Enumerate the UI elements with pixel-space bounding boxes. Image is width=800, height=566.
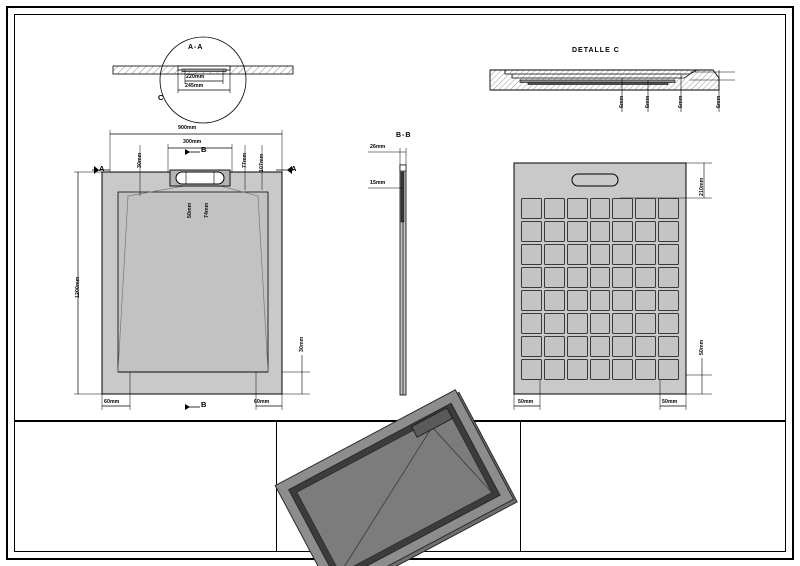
pad-cell bbox=[566, 221, 588, 242]
dim-bb-26: 26mm bbox=[370, 144, 386, 150]
pad-cell bbox=[635, 290, 657, 311]
pad-cell bbox=[521, 290, 542, 311]
pad-cell bbox=[658, 221, 679, 242]
pad-cell bbox=[589, 336, 611, 357]
pad-cell bbox=[612, 198, 634, 219]
pad-cell bbox=[635, 313, 657, 334]
pad-cell bbox=[589, 359, 611, 380]
section-aa-title: A-A bbox=[188, 44, 204, 51]
pad-cell bbox=[658, 336, 679, 357]
pad-cell bbox=[566, 244, 588, 265]
pad-cell bbox=[521, 313, 542, 334]
pad-cell bbox=[612, 336, 634, 357]
pad-cell bbox=[635, 359, 657, 380]
pad-cell bbox=[658, 359, 679, 380]
pad-cell bbox=[543, 267, 565, 288]
pad-cell bbox=[543, 359, 565, 380]
pad-cell bbox=[635, 221, 657, 242]
pad-cell bbox=[521, 359, 542, 380]
pad-cell bbox=[612, 244, 634, 265]
dim-aa-245: 245mm bbox=[185, 83, 204, 89]
dim-underside-bottom-right: 50mm bbox=[662, 399, 678, 405]
pad-cell bbox=[566, 336, 588, 357]
title-block-cell-divider-2 bbox=[520, 422, 521, 552]
pad-cell bbox=[612, 313, 634, 334]
pad-cell bbox=[521, 336, 542, 357]
pad-cell bbox=[635, 267, 657, 288]
dim-plan-bottom-left: 60mm bbox=[104, 399, 120, 405]
pad-cell bbox=[589, 290, 611, 311]
pad-cell bbox=[658, 290, 679, 311]
pad-cell bbox=[589, 267, 611, 288]
pad-cell bbox=[566, 290, 588, 311]
pad-cell bbox=[589, 313, 611, 334]
pad-cell bbox=[543, 336, 565, 357]
pad-cell bbox=[566, 313, 588, 334]
dim-plan-300: 300mm bbox=[183, 139, 202, 145]
pad-cell bbox=[521, 198, 542, 219]
pad-cell bbox=[521, 244, 542, 265]
pad-cell bbox=[521, 267, 542, 288]
dim-aa-220: 220mm bbox=[186, 74, 205, 80]
dim-plan-900: 900mm bbox=[178, 125, 197, 131]
pad-cell bbox=[658, 198, 679, 219]
pad-cell bbox=[612, 221, 634, 242]
section-marker-a-left: A bbox=[99, 164, 105, 173]
section-marker-b-bottom: B bbox=[201, 400, 207, 409]
detail-marker-c: C bbox=[158, 93, 164, 102]
section-marker-a-right: A bbox=[291, 164, 297, 173]
pad-cell bbox=[612, 267, 634, 288]
section-bb-title: B-B bbox=[396, 132, 412, 139]
pad-cell bbox=[635, 244, 657, 265]
pad-cell bbox=[658, 244, 679, 265]
dim-plan-bottom-right: 60mm bbox=[254, 399, 270, 405]
pad-cell bbox=[566, 198, 588, 219]
pad-cell bbox=[521, 221, 542, 242]
dim-bb-15: 15mm bbox=[370, 180, 386, 186]
pad-cell bbox=[543, 221, 565, 242]
dim-underside-bottom-left: 50mm bbox=[518, 399, 534, 405]
pad-cell bbox=[635, 198, 657, 219]
section-marker-b-top: B bbox=[201, 145, 207, 154]
pad-cell bbox=[589, 221, 611, 242]
pad-cell bbox=[612, 359, 634, 380]
pad-cell bbox=[566, 267, 588, 288]
pad-cell bbox=[543, 313, 565, 334]
pad-cell bbox=[612, 290, 634, 311]
pad-cell bbox=[635, 336, 657, 357]
pad-grid bbox=[521, 198, 679, 380]
pad-cell bbox=[589, 244, 611, 265]
pad-cell bbox=[566, 359, 588, 380]
pad-cell bbox=[589, 198, 611, 219]
pad-cell bbox=[543, 244, 565, 265]
pad-cell bbox=[543, 290, 565, 311]
pad-cell bbox=[658, 267, 679, 288]
detalle-c-title: DETALLE C bbox=[572, 47, 620, 54]
pad-cell bbox=[543, 198, 565, 219]
pad-cell bbox=[658, 313, 679, 334]
